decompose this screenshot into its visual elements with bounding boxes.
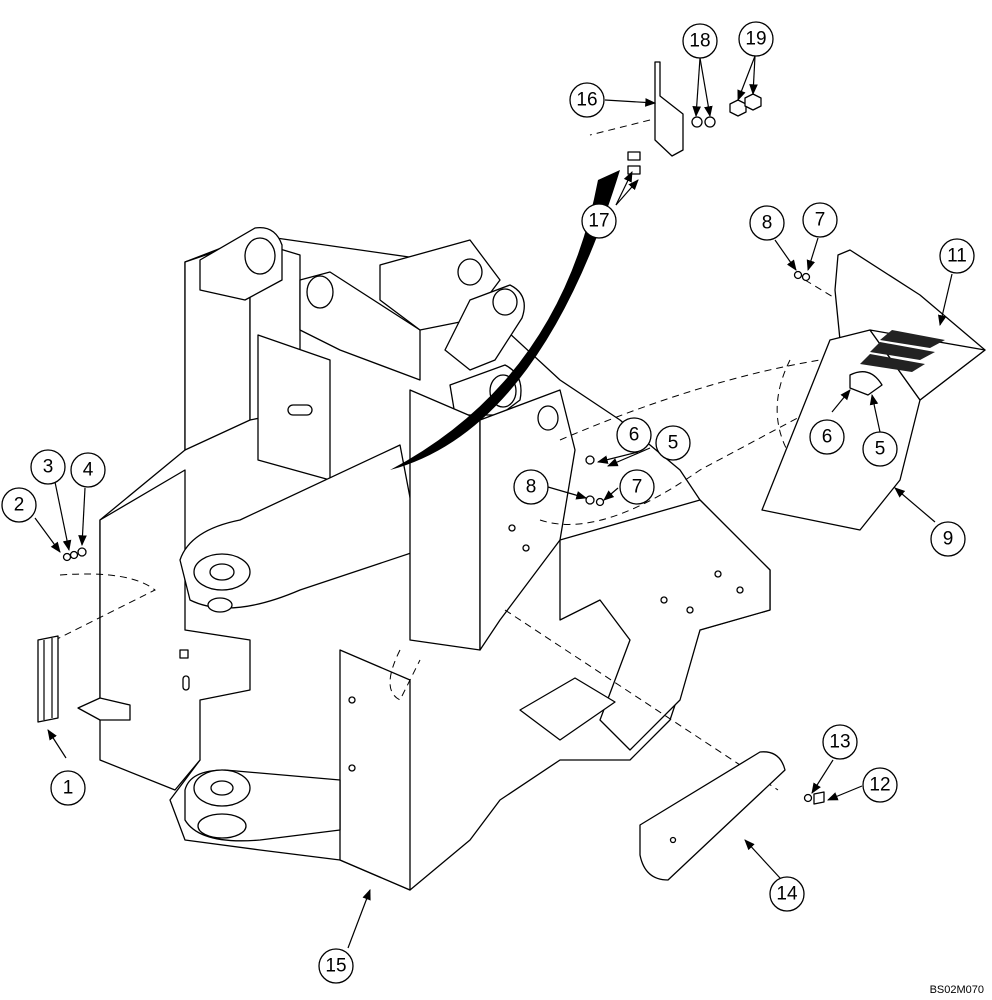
svg-text:13: 13 bbox=[829, 732, 850, 753]
svg-text:17: 17 bbox=[588, 211, 609, 232]
assembly-arrow bbox=[390, 170, 620, 470]
hidden-lines bbox=[54, 119, 851, 791]
main-frame bbox=[77, 226, 771, 891]
svg-text:8: 8 bbox=[526, 477, 537, 498]
bracket-part bbox=[627, 61, 762, 175]
callout-7-lower: 7 bbox=[619, 469, 655, 505]
callout-14: 14 bbox=[769, 876, 805, 912]
callout-6-upper: 6 bbox=[616, 417, 652, 453]
callout-6-fender: 6 bbox=[809, 419, 845, 455]
cover-plate-part bbox=[639, 751, 786, 881]
callout-8-upper: 8 bbox=[749, 205, 785, 241]
callout-17: 17 bbox=[581, 203, 617, 239]
callout-12: 12 bbox=[862, 767, 898, 803]
callout-16: 16 bbox=[569, 82, 605, 118]
svg-text:4: 4 bbox=[83, 460, 94, 481]
step-fender-part bbox=[761, 249, 986, 531]
callout-13: 13 bbox=[822, 724, 858, 760]
svg-text:11: 11 bbox=[947, 246, 967, 267]
callout-7-upper: 7 bbox=[802, 202, 838, 238]
svg-text:2: 2 bbox=[14, 495, 25, 516]
svg-text:12: 12 bbox=[869, 775, 890, 796]
svg-text:7: 7 bbox=[632, 477, 643, 498]
svg-text:7: 7 bbox=[815, 210, 826, 231]
svg-text:18: 18 bbox=[689, 31, 710, 52]
callout-8-lower: 8 bbox=[513, 469, 549, 505]
drawing-code: BS02M070 bbox=[929, 984, 984, 996]
leader-lines bbox=[34, 55, 953, 949]
callout-3: 3 bbox=[30, 449, 66, 485]
svg-text:19: 19 bbox=[745, 29, 766, 50]
svg-text:5: 5 bbox=[875, 439, 886, 460]
callout-1: 1 bbox=[50, 770, 86, 806]
callout-4: 4 bbox=[70, 452, 106, 488]
callout-5-fender: 5 bbox=[862, 431, 898, 467]
svg-text:9: 9 bbox=[943, 529, 954, 550]
svg-text:5: 5 bbox=[668, 433, 679, 454]
svg-text:16: 16 bbox=[576, 90, 597, 111]
callout-5-upper: 5 bbox=[655, 425, 691, 461]
svg-text:1: 1 bbox=[63, 778, 74, 799]
svg-text:14: 14 bbox=[776, 884, 798, 905]
callout-19: 19 bbox=[738, 21, 774, 57]
callout-15: 15 bbox=[318, 948, 354, 984]
callout-2: 2 bbox=[1, 487, 37, 523]
svg-text:3: 3 bbox=[43, 457, 54, 478]
svg-text:8: 8 bbox=[762, 213, 773, 234]
callout-18: 18 bbox=[682, 23, 718, 59]
bumper-part bbox=[37, 635, 59, 723]
svg-text:6: 6 bbox=[822, 427, 833, 448]
hardware-parts bbox=[62, 270, 825, 805]
callout-11: 11 bbox=[939, 238, 975, 274]
callout-9: 9 bbox=[930, 521, 966, 557]
svg-text:15: 15 bbox=[325, 956, 346, 977]
svg-text:6: 6 bbox=[629, 425, 640, 446]
